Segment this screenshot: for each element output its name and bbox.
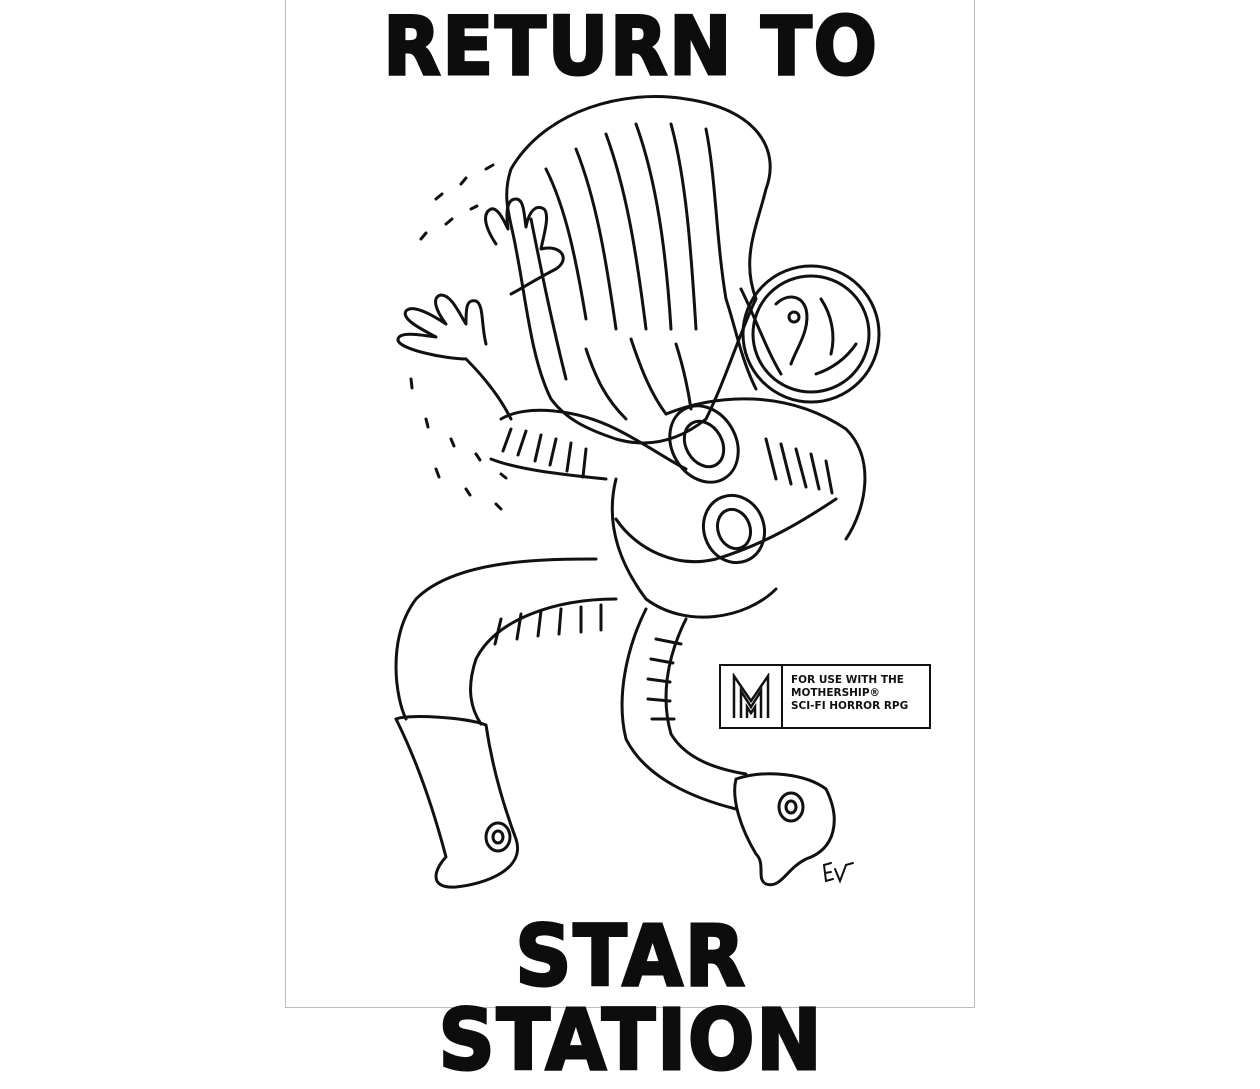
suit-legs-icon [394,557,836,889]
badge-line-2: MOTHERSHIP® [791,687,881,699]
left-hand-icon [484,197,565,296]
badge-line-1: FOR USE WITH THE [791,674,904,686]
mothership-badge: FOR USE WITH THE MOTHERSHIP® SCI-FI HORR… [719,664,931,729]
helmet-icon [741,264,881,404]
badge-text: FOR USE WITH THE MOTHERSHIP® SCI-FI HORR… [783,666,908,727]
suit-torso-icon [489,397,867,619]
artist-signature-icon [822,862,854,884]
cover-title-bottom: STAR STATION [437,907,824,1089]
right-hand-icon [396,293,513,421]
mothership-logo [721,666,783,727]
mothership-m-icon [732,672,770,718]
creature-icon [409,95,783,511]
astronaut-illustration [394,95,881,889]
cover-title-top: RETURN TO [382,0,879,93]
badge-line-3: SCI-FI HORROR RPG [791,700,909,712]
cover-page: RETURN TO [285,0,975,1084]
